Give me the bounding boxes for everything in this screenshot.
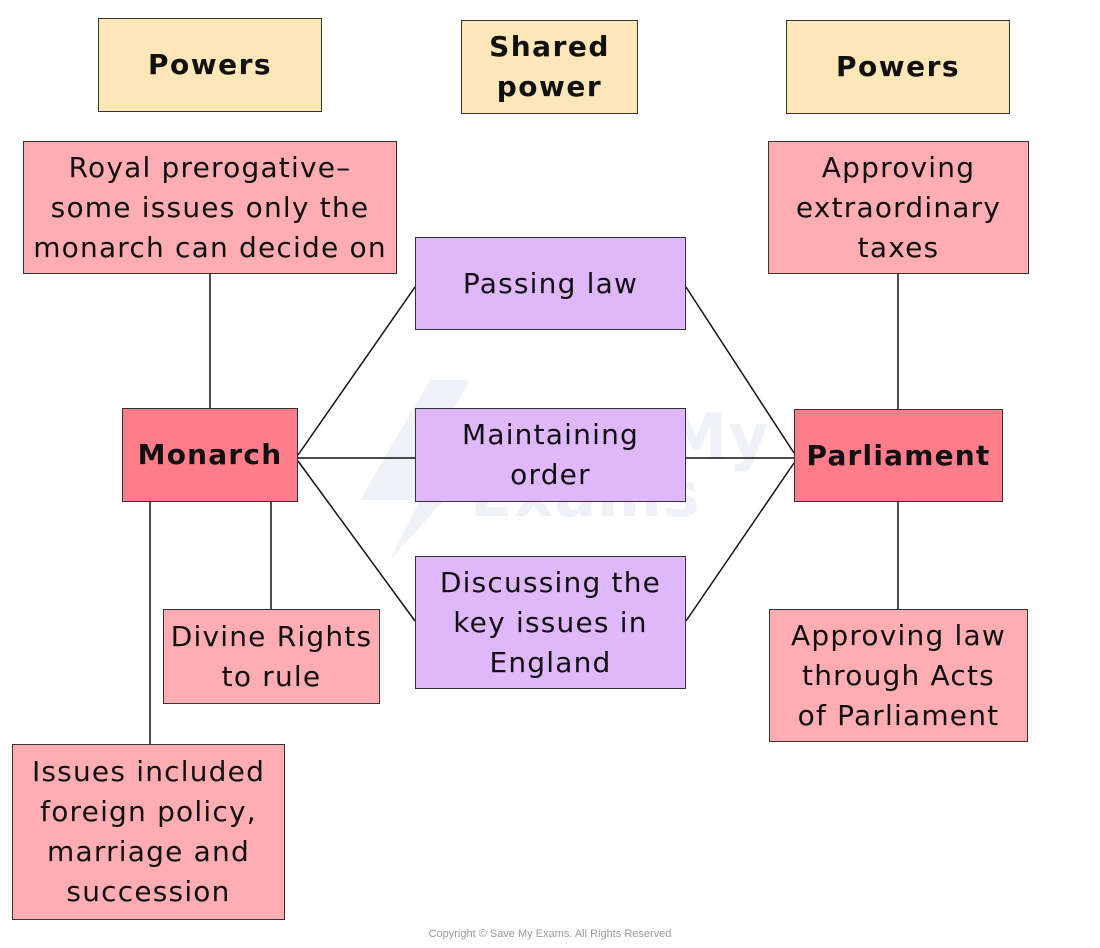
connector-monarch-passing-law (297, 286, 416, 456)
connector-passing-law-parliament (685, 286, 795, 454)
parliament-box: Parliament (794, 409, 1003, 502)
copyright-notice: Copyright © Save My Exams. All Rights Re… (428, 928, 672, 940)
discussing-issues-box: Discussing the key issues in England (415, 556, 686, 689)
royal-prerogative-box: Royal prerogative– some issues only the … (23, 141, 397, 274)
connector-monarch-discussing (297, 460, 416, 622)
header-powers-monarch: Powers (98, 18, 322, 112)
extraordinary-taxes-box: Approving extraordinary taxes (768, 141, 1029, 274)
monarch-box: Monarch (122, 408, 298, 502)
passing-law-box: Passing law (415, 237, 686, 330)
connector-discussing-parliament (685, 462, 795, 622)
monarch-issues-box: Issues included foreign policy, marriage… (12, 744, 285, 920)
header-powers-parliament: Powers (786, 20, 1010, 114)
maintaining-order-box: Maintaining order (415, 408, 686, 502)
divine-rights-box: Divine Rights to rule (163, 609, 380, 704)
acts-of-parliament-box: Approving law through Acts of Parliament (769, 609, 1028, 742)
header-shared-power: Shared power (461, 20, 638, 114)
